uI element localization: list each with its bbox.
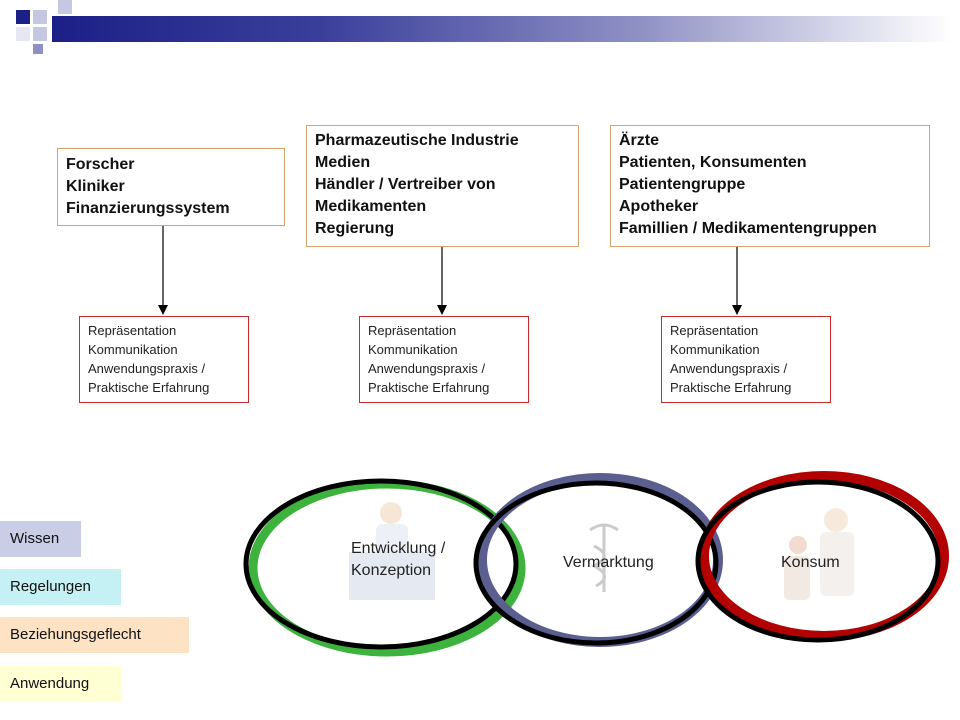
- box-line: Kommunikation: [368, 342, 458, 357]
- box-line: Anwendungspraxis /: [670, 361, 788, 376]
- box-line: Apotheker: [619, 198, 699, 215]
- box-line: Händler / Vertreiber von: [315, 176, 496, 193]
- doctor-figure-icon: [349, 502, 435, 600]
- caduceus-icon: [589, 523, 619, 592]
- box-line: Anwendungspraxis /: [368, 361, 486, 376]
- ring-konsum: [695, 471, 949, 643]
- ring-vermarktung: [473, 473, 723, 647]
- box-line: Regierung: [315, 220, 395, 237]
- stakeholder-box-consumers: Ärzte Patienten, Konsumenten Patientengr…: [610, 125, 930, 247]
- ring-label-entwicklung: Entwicklung / Konzeption: [351, 538, 445, 582]
- box-line: Anwendungspraxis /: [88, 361, 206, 376]
- box-line: Famillien / Medikamentengruppen: [619, 220, 877, 237]
- box-line: Praktische Erfahrung: [88, 380, 210, 395]
- header-square-3: [58, 0, 72, 14]
- legend-beziehungsgeflecht: Beziehungsgeflecht: [0, 617, 189, 653]
- header-square-1: [16, 10, 30, 24]
- stakeholder-box-industry: Pharmazeutische Industrie Medien Händler…: [306, 125, 579, 247]
- box-line: Medikamenten: [315, 198, 427, 215]
- box-line: Repräsentation: [88, 323, 177, 338]
- box-line: Forscher: [66, 156, 135, 173]
- box-line: Finanzierungssystem: [66, 200, 230, 217]
- box-line: Kommunikation: [670, 342, 760, 357]
- box-line: Ärzte: [619, 132, 660, 149]
- box-line: Pharmazeutische Industrie: [315, 132, 519, 149]
- box-line: Repräsentation: [670, 323, 759, 338]
- box-line: Patientengruppe: [619, 176, 746, 193]
- ring-label-line: Entwicklung /: [351, 540, 446, 557]
- aspect-box-2: Repräsentation Kommunikation Anwendungsp…: [359, 316, 529, 403]
- header-square-2: [33, 10, 47, 24]
- ring-label-vermarktung: Vermarktung: [563, 554, 654, 571]
- stakeholder-box-research: Forscher Kliniker Finanzierungssystem: [57, 148, 285, 226]
- legend-regelungen: Regelungen: [0, 569, 121, 605]
- box-line: Patienten, Konsumenten: [619, 154, 807, 171]
- legend-wissen: Wissen: [0, 521, 81, 557]
- patient-figure-icon: [784, 508, 854, 600]
- box-line: Praktische Erfahrung: [368, 380, 490, 395]
- box-line: Praktische Erfahrung: [670, 380, 792, 395]
- box-line: Kliniker: [66, 178, 125, 195]
- header-square-4: [33, 27, 47, 41]
- aspect-box-3: Repräsentation Kommunikation Anwendungsp…: [661, 316, 831, 403]
- box-line: Kommunikation: [88, 342, 178, 357]
- legend-anwendung: Anwendung: [0, 666, 121, 702]
- header-square-5: [16, 27, 30, 41]
- box-line: Repräsentation: [368, 323, 457, 338]
- aspect-box-1: Repräsentation Kommunikation Anwendungsp…: [79, 316, 249, 403]
- header-gradient-bar: [52, 16, 952, 42]
- ring-entwicklung: [243, 478, 526, 657]
- ring-label-line: Konzeption: [351, 562, 432, 579]
- header-square-6: [33, 44, 43, 54]
- ring-label-konsum: Konsum: [781, 554, 840, 571]
- box-line: Medien: [315, 154, 371, 171]
